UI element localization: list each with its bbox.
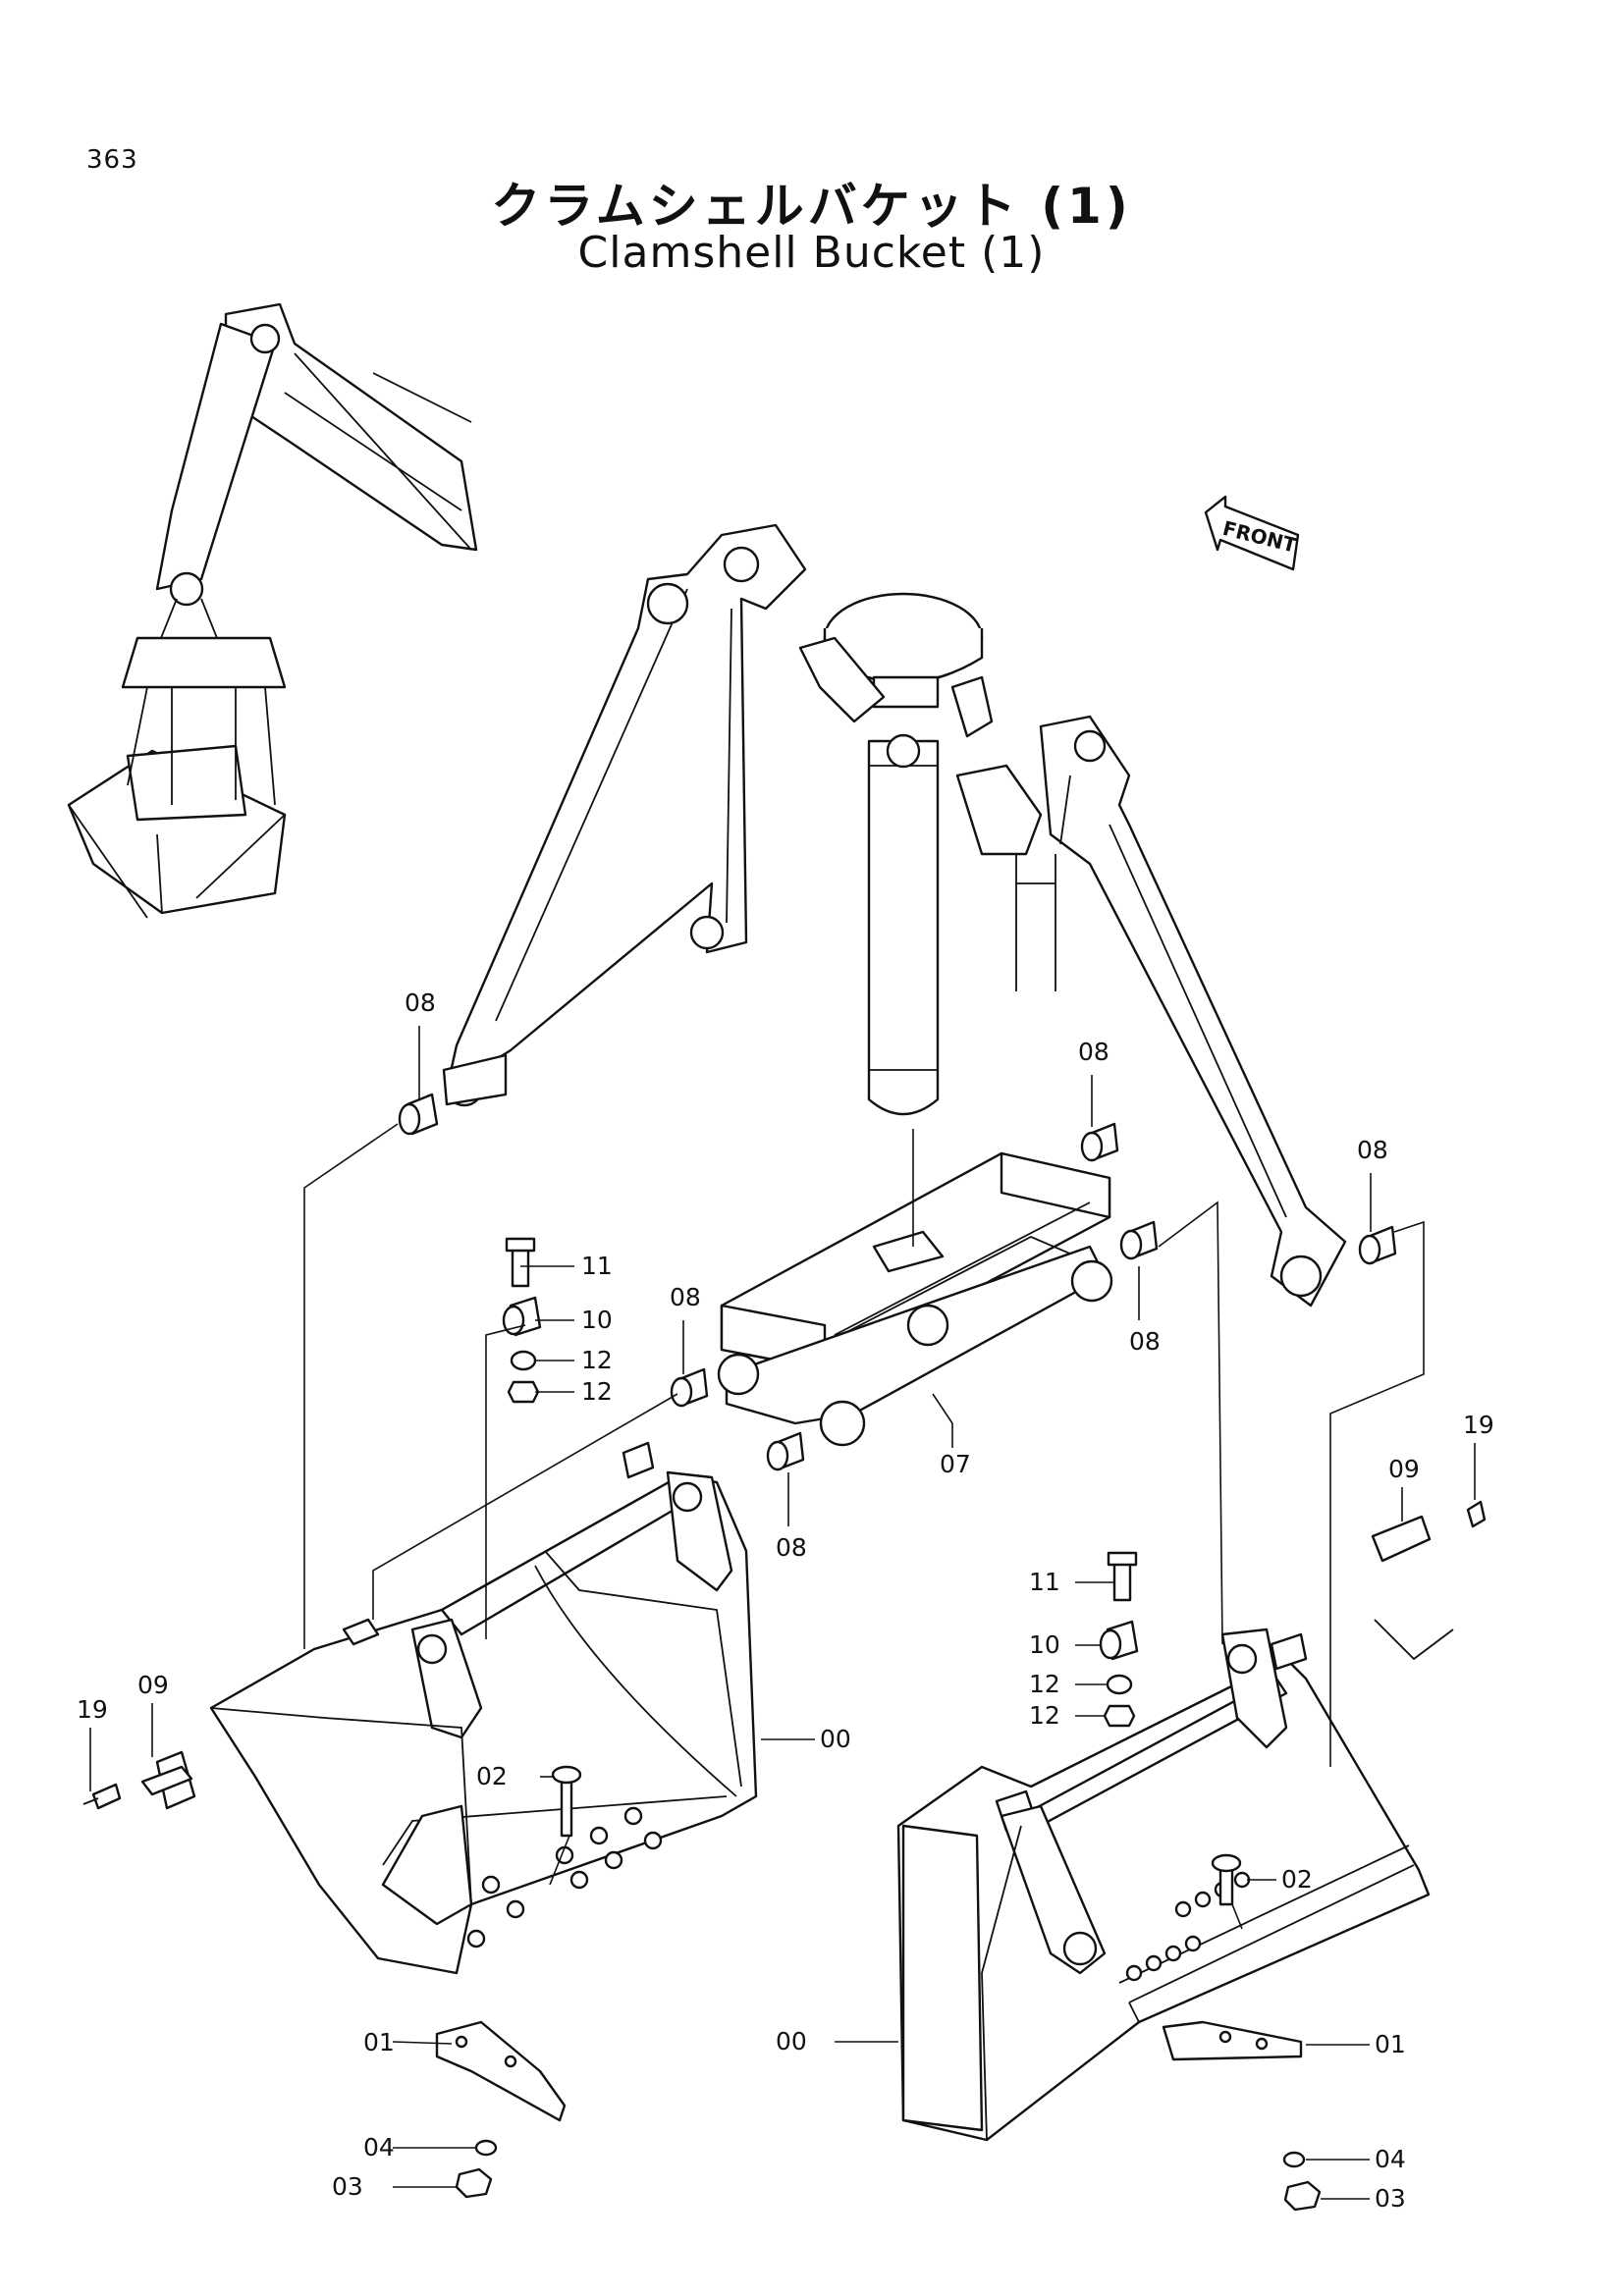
left-hardware-bolt-collar-nuts bbox=[502, 1237, 542, 1404]
callout-01: 01 bbox=[363, 2028, 395, 2056]
callout-10: 10 bbox=[1029, 1630, 1060, 1659]
callout-00: 00 bbox=[820, 1725, 851, 1753]
callout-leader-lines bbox=[89, 1026, 1476, 2200]
right-bucket-shell-part-00 bbox=[896, 1619, 1454, 2142]
callout-08: 08 bbox=[1078, 1038, 1109, 1066]
right-link-arm bbox=[955, 715, 1347, 1308]
callout-10: 10 bbox=[581, 1306, 613, 1334]
callout-labels: 08 08 08 08 08 08 08 11 10 12 12 07 19 0… bbox=[77, 988, 1494, 2213]
callout-07: 07 bbox=[940, 1450, 971, 1478]
callout-09: 09 bbox=[137, 1671, 169, 1699]
callout-08: 08 bbox=[670, 1283, 701, 1311]
callout-19: 19 bbox=[77, 1695, 108, 1724]
left-bucket-shell-part-00 bbox=[209, 1441, 758, 1975]
page-number: 363 bbox=[86, 145, 138, 175]
front-direction-marker: FRONT bbox=[1204, 495, 1299, 571]
callout-01: 01 bbox=[1375, 2030, 1406, 2058]
callout-11: 11 bbox=[1029, 1568, 1060, 1596]
callout-19: 19 bbox=[1463, 1411, 1494, 1439]
callout-03: 03 bbox=[332, 2172, 363, 2201]
callout-03: 03 bbox=[1375, 2184, 1406, 2213]
right-hardware-bolt-collar-nuts bbox=[1099, 1500, 1487, 2212]
left-bucket-bolt-holes bbox=[466, 1806, 663, 1949]
callout-04: 04 bbox=[363, 2133, 395, 2162]
page-title-english: Clamshell Bucket (1) bbox=[577, 228, 1046, 278]
bushings-part-08 bbox=[398, 1093, 1397, 1471]
center-beam-part-07 bbox=[717, 1151, 1113, 1447]
excavator-inset-illustration bbox=[67, 302, 478, 919]
left-link-arm bbox=[442, 523, 807, 1107]
callout-02: 02 bbox=[476, 1762, 508, 1790]
callout-12: 12 bbox=[581, 1377, 613, 1406]
callout-08: 08 bbox=[405, 988, 436, 1017]
callout-12: 12 bbox=[1029, 1701, 1060, 1730]
page-title-japanese: クラムシェルバケット (1) bbox=[491, 178, 1132, 235]
hydraulic-cylinder bbox=[798, 592, 994, 1116]
callout-12: 12 bbox=[581, 1346, 613, 1374]
callout-04: 04 bbox=[1375, 2145, 1406, 2173]
callout-12: 12 bbox=[1029, 1670, 1060, 1698]
callout-11: 11 bbox=[581, 1252, 613, 1280]
callout-09: 09 bbox=[1388, 1455, 1420, 1483]
left-tooth-assembly bbox=[82, 1750, 582, 2199]
callout-08: 08 bbox=[776, 1533, 807, 1562]
callout-00: 00 bbox=[776, 2027, 807, 2056]
callout-08: 08 bbox=[1129, 1327, 1161, 1356]
callout-02: 02 bbox=[1281, 1865, 1313, 1894]
callout-08: 08 bbox=[1357, 1136, 1388, 1164]
